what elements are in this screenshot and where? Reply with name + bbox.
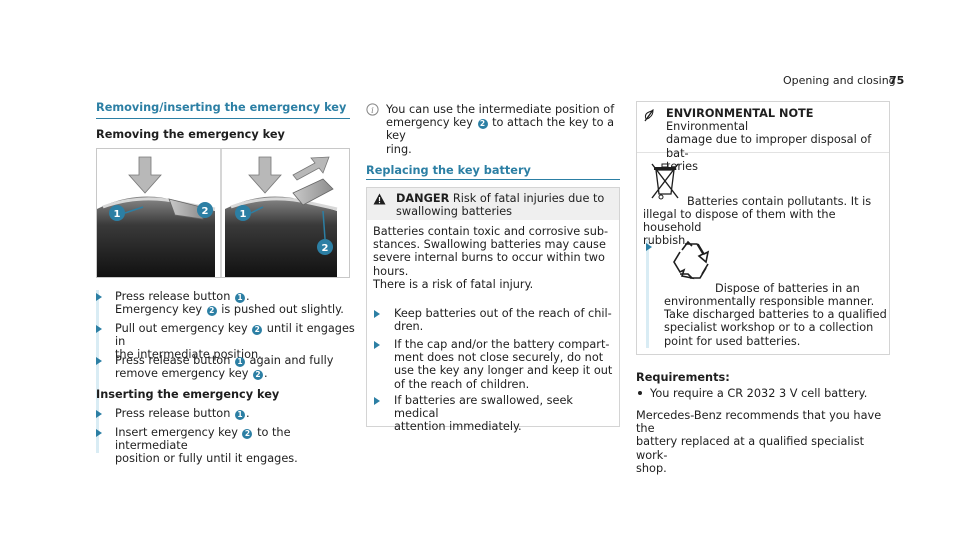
- bullet-icon: [638, 391, 642, 395]
- section-title: Removing/inserting the emergency key: [96, 101, 347, 114]
- callout-1-left-text: 1: [114, 209, 121, 220]
- crossed-out-bin-icon: [648, 160, 682, 202]
- environment-step-line1: Dispose of batteries in an: [715, 282, 860, 295]
- remove-step-1: Press release button 1. Emergency key 2 …: [115, 290, 344, 317]
- procedure-bar: [646, 240, 649, 348]
- warning-triangle-icon: [373, 193, 386, 205]
- procedure-bar: [96, 290, 99, 453]
- callout-2-left-text: 2: [202, 206, 209, 217]
- step-arrow-icon: [96, 357, 102, 365]
- battery-section-rule: [366, 179, 620, 180]
- step-arrow-icon: [96, 325, 102, 333]
- key-body-left: [97, 156, 216, 277]
- callout-1-right: 1: [235, 205, 264, 221]
- environment-body: illegal to dispose of them with the hous…: [643, 208, 836, 248]
- callout-2-right: 2: [317, 210, 333, 255]
- danger-step-1: Keep batteries out of the reach of chil-…: [394, 307, 612, 334]
- callout-2-inline: 2: [252, 370, 263, 381]
- insert-step-1: Press release button 1.: [115, 407, 250, 420]
- remove-step-3: Press release button 1 again and fully r…: [115, 354, 334, 381]
- callout-1-inline: 1: [234, 357, 245, 367]
- step-arrow-icon: [96, 293, 102, 301]
- info-note: You can use the intermediate position of…: [386, 103, 615, 156]
- removing-title: Removing the emergency key: [96, 128, 285, 141]
- danger-heading: DANGER Risk of fatal injuries due to swa…: [396, 192, 605, 219]
- recommendation-text: Mercedes-Benz recommends that you have t…: [636, 409, 882, 475]
- info-icon: i: [366, 103, 379, 116]
- callout-2-inline: 2: [477, 119, 488, 130]
- danger-step-3: If batteries are swallowed, seek medical…: [394, 394, 573, 434]
- danger-header: [367, 188, 619, 220]
- callout-1-inline: 1: [234, 293, 245, 303]
- callout-2-inline: 2: [242, 429, 253, 439]
- step-arrow-icon: [96, 429, 102, 437]
- danger-body: Batteries contain toxic and corrosive su…: [373, 225, 609, 291]
- callout-2-left: 2: [197, 202, 213, 218]
- environment-heading: ENVIRONMENTAL NOTE Environmental damage …: [666, 107, 872, 173]
- svg-text:i: i: [371, 106, 374, 116]
- step-arrow-icon: [374, 341, 380, 349]
- key-body-right: [225, 156, 338, 277]
- callout-1-right-text: 1: [240, 209, 247, 220]
- requirements-item: You require a CR 2032 3 V cell battery.: [638, 387, 888, 400]
- recycle-icon: [668, 240, 714, 282]
- key-illustration: 1 2 1 2: [96, 148, 350, 278]
- inserting-title: Inserting the emergency key: [96, 388, 280, 401]
- step-arrow-icon: [96, 410, 102, 418]
- environment-label: ENVIRONMENTAL NOTE: [666, 107, 814, 120]
- remove-step-2: Pull out emergency key 2 until it engage…: [115, 322, 355, 362]
- environment-box: [636, 101, 890, 355]
- insert-step-2: Insert emergency key 2 to the intermedia…: [115, 426, 298, 466]
- key-illustration-svg: 1 2 1 2: [97, 149, 338, 277]
- environment-body-line1: Batteries contain pollutants. It is: [687, 195, 872, 208]
- callout-2-inline: 2: [206, 306, 217, 317]
- danger-step-2: If the cap and/or the battery compart- m…: [394, 338, 613, 391]
- callout-2-inline: 2: [252, 325, 263, 335]
- requirements-title: Requirements:: [636, 371, 730, 384]
- environment-divider: [637, 152, 889, 153]
- environment-step: environmentally responsible manner. Take…: [664, 295, 887, 348]
- running-header: Opening and closing: [783, 74, 896, 87]
- battery-section-title: Replacing the key battery: [366, 164, 531, 177]
- danger-label: DANGER: [396, 192, 450, 205]
- page-number: 75: [889, 74, 905, 87]
- step-arrow-icon: [374, 397, 380, 405]
- environment-leaf-icon: [643, 108, 655, 122]
- callout-2-right-text: 2: [322, 243, 329, 254]
- step-arrow-icon: [374, 310, 380, 318]
- danger-box: [366, 187, 620, 427]
- step-arrow-icon: [646, 243, 652, 251]
- callout-1-inline: 1: [234, 410, 245, 420]
- section-rule: [96, 118, 350, 119]
- callout-1-left: 1: [109, 205, 144, 221]
